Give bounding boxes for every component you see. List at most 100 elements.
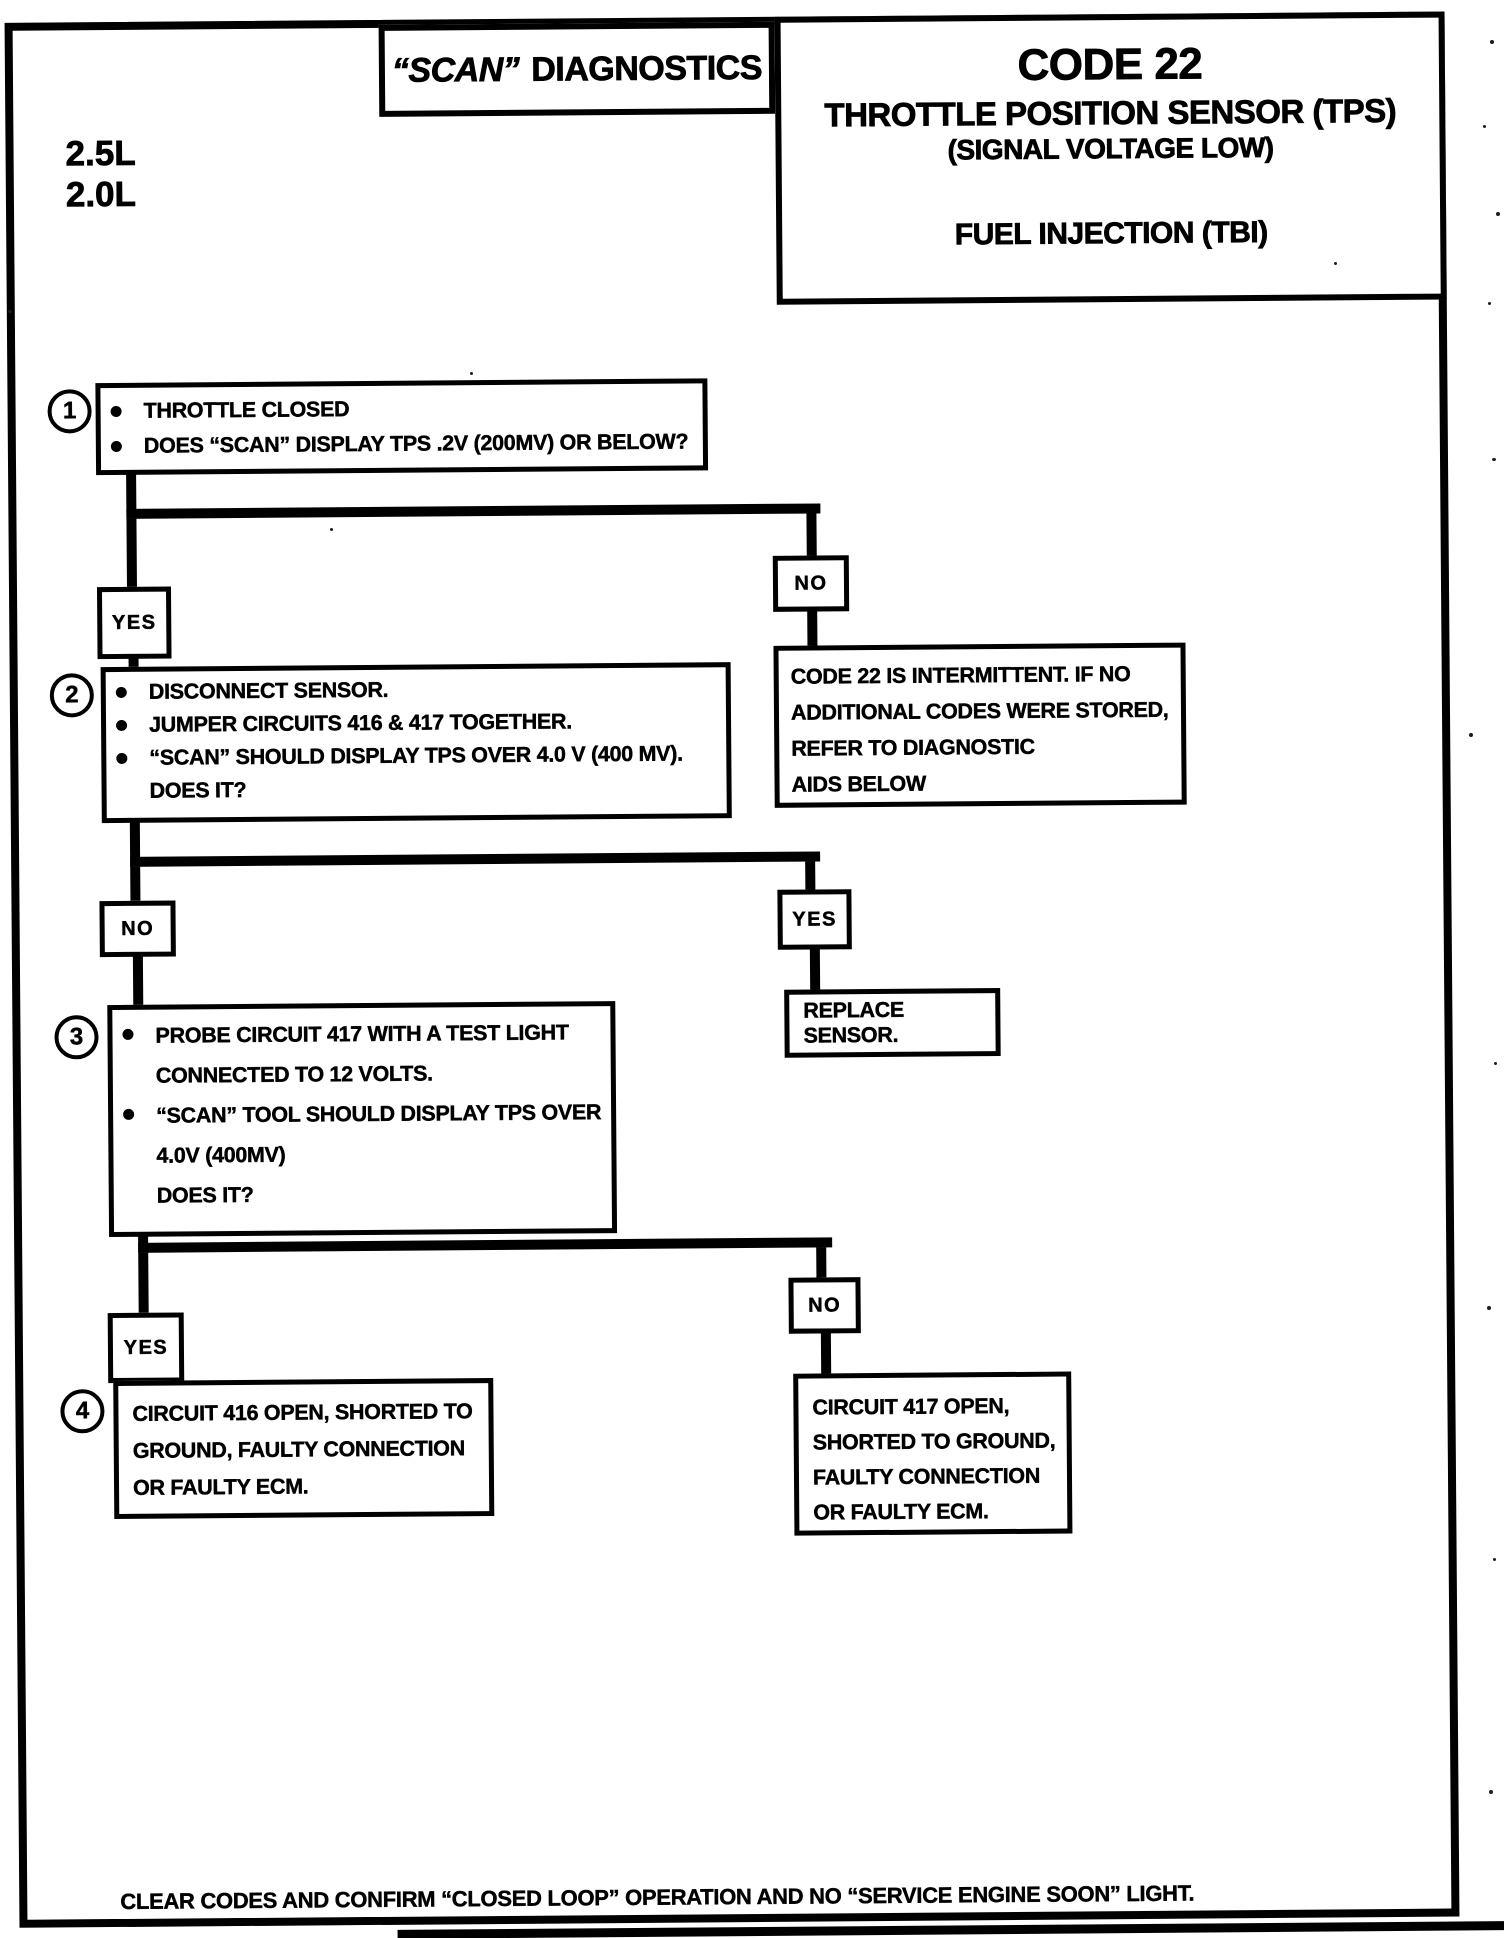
- step3-cont-2: 4.0V (400MV): [156, 1142, 286, 1168]
- step1-bullet-2: DOES “SCAN” DISPLAY TPS .2V (200MV) OR B…: [101, 429, 697, 459]
- connector-line: [816, 1247, 827, 1278]
- step3-bullet-1: PROBE CIRCUIT 417 WITH A TEST LIGHT: [112, 1018, 606, 1050]
- connector-line: [138, 1252, 149, 1313]
- scan-speck: [1489, 1790, 1493, 1794]
- model-2-0l: 2.0L: [65, 175, 137, 215]
- code-system: FUEL INJECTION (TBI): [954, 215, 1268, 252]
- intermittent-line: CODE 22 IS INTERMITTENT. IF NO: [790, 662, 1131, 689]
- step2-bullet-1: DISCONNECT SENSOR.: [106, 675, 722, 705]
- code-title: THROTTLE POSITION SENSOR (TPS): [824, 91, 1397, 134]
- bullet-icon: [123, 1108, 135, 1120]
- connector-line: [132, 954, 144, 1007]
- step-number-2-label: 2: [65, 681, 79, 709]
- result-417-line: OR FAULTY ECM.: [813, 1499, 989, 1525]
- intermittent-box: CODE 22 IS INTERMITTENT. IF NO ADDITIONA…: [773, 642, 1187, 808]
- result-417-line: FAULTY CONNECTION: [812, 1463, 1041, 1490]
- branch3-no-label: NO: [788, 1277, 861, 1334]
- bullet-icon: [110, 405, 122, 418]
- result-417-line: SHORTED TO GROUND,: [812, 1428, 1056, 1455]
- step3-bullet-2: “SCAN” TOOL SHOULD DISPLAY TPS OVER: [113, 1098, 607, 1130]
- branch3-yes-label: YES: [107, 1312, 185, 1384]
- connector-line: [126, 518, 137, 589]
- scan-speck: [1494, 1062, 1497, 1065]
- step-number-3-label: 3: [69, 1023, 84, 1051]
- intermittent-line: AIDS BELOW: [791, 771, 927, 797]
- bullet-icon: [110, 440, 122, 453]
- result-416-line: OR FAULTY ECM.: [132, 1474, 309, 1500]
- bullet-icon: [122, 1028, 134, 1040]
- result-416-line: GROUND, FAULTY CONNECTION: [132, 1436, 465, 1463]
- connector-line: [130, 866, 141, 901]
- branch3-yes-text: YES: [123, 1336, 169, 1359]
- scan-speck: [1493, 1558, 1496, 1561]
- step3-bullet-2-text: “SCAN” TOOL SHOULD DISPLAY TPS OVER: [156, 1100, 602, 1128]
- bullet-icon: [115, 686, 127, 698]
- step1-bullet-1: THROTTLE CLOSED: [101, 394, 697, 424]
- bullet-icon: [116, 719, 128, 731]
- code-subtitle: (SIGNAL VOLTAGE LOW): [947, 131, 1274, 166]
- scan-speck: [1490, 40, 1494, 44]
- intermittent-line: REFER TO DIAGNOSTIC: [791, 734, 1035, 761]
- step-number-4: 4: [60, 1389, 105, 1434]
- step1-box: THROTTLE CLOSED DOES “SCAN” DISPLAY TPS …: [95, 378, 709, 476]
- branch1-yes-text: YES: [111, 611, 157, 634]
- step3-bullet-1-text: PROBE CIRCUIT 417 WITH A TEST LIGHT: [155, 1020, 569, 1048]
- result-417-box: CIRCUIT 417 OPEN, SHORTED TO GROUND, FAU…: [793, 1371, 1073, 1536]
- scan-speck: [1334, 262, 1337, 265]
- step3-cont-1: CONNECTED TO 12 VOLTS.: [155, 1061, 434, 1088]
- code-header-box: CODE 22 THROTTLE POSITION SENSOR (TPS) (…: [774, 11, 1447, 305]
- bullet-icon: [116, 752, 128, 764]
- step-number-2: 2: [49, 673, 95, 718]
- step-number-1: 1: [47, 389, 92, 434]
- diagnostics-word: DIAGNOSTICS: [531, 48, 763, 89]
- replace-sensor-box: REPLACE SENSOR.: [784, 988, 1001, 1058]
- branch1-no-text: NO: [794, 571, 828, 595]
- step-number-1-label: 1: [62, 397, 77, 425]
- step2-bullet-2-text: JUMPER CIRCUITS 416 & 417 TOGETHER.: [148, 709, 572, 737]
- scan-speck: [1483, 125, 1486, 128]
- connector-line: [820, 1331, 832, 1376]
- scan-speck: [1469, 733, 1473, 737]
- step2-question: DOES IT?: [149, 777, 247, 803]
- scan-speck: [1492, 458, 1496, 461]
- scan-speck: [470, 372, 473, 375]
- branch2-yes-label: YES: [777, 889, 852, 950]
- step2-bullet-3-text: “SCAN” SHOULD DISPLAY TPS OVER 4.0 V (40…: [149, 741, 683, 770]
- branch3-no-text: NO: [808, 1293, 842, 1317]
- connector-line: [809, 947, 821, 990]
- step3-box: PROBE CIRCUIT 417 WITH A TEST LIGHT CONN…: [107, 1001, 618, 1238]
- branch2-no-text: NO: [121, 917, 155, 940]
- scan-word: “SCAN”: [391, 50, 520, 90]
- step2-bullet-3: “SCAN” SHOULD DISPLAY TPS OVER 4.0 V (40…: [106, 741, 722, 771]
- scan-diagnostics-title: “SCAN” DIAGNOSTICS: [391, 48, 763, 90]
- connector-line: [805, 861, 816, 892]
- page-bottom-edge: [397, 1921, 1504, 1938]
- engine-models: 2.5L 2.0L: [65, 133, 136, 216]
- step-number-3: 3: [54, 1015, 99, 1060]
- branch2-no-label: NO: [99, 900, 176, 958]
- step-number-4-label: 4: [75, 1397, 90, 1425]
- result-416-line: CIRCUIT 416 OPEN, SHORTED TO: [132, 1399, 473, 1426]
- scan-diagnostics-box: “SCAN” DIAGNOSTICS: [378, 21, 776, 117]
- intermittent-line: ADDITIONAL CODES WERE STORED,: [790, 697, 1169, 725]
- scan-speck: [330, 528, 333, 531]
- scan-speck: [1496, 212, 1500, 216]
- scan-speck: [8, 310, 12, 313]
- code-number: CODE 22: [1017, 39, 1203, 90]
- connector-line: [807, 609, 818, 648]
- step2-bullet-2: JUMPER CIRCUITS 416 & 417 TOGETHER.: [106, 708, 722, 738]
- scan-speck: [1488, 302, 1491, 305]
- branch1-no-label: NO: [772, 555, 850, 612]
- step2-box: DISCONNECT SENSOR. JUMPER CIRCUITS 416 &…: [100, 662, 732, 824]
- step2-bullet-1-text: DISCONNECT SENSOR.: [148, 677, 389, 704]
- model-2-5l: 2.5L: [65, 133, 136, 174]
- scan-speck: [1487, 1306, 1491, 1310]
- connector-line: [806, 513, 817, 558]
- step1-bullet-1-text: THROTTLE CLOSED: [143, 397, 350, 423]
- step3-question: DOES IT?: [156, 1182, 254, 1208]
- branch1-yes-label: YES: [96, 586, 172, 660]
- result-417-line: CIRCUIT 417 OPEN,: [812, 1393, 1010, 1420]
- branch2-yes-text: YES: [792, 907, 837, 931]
